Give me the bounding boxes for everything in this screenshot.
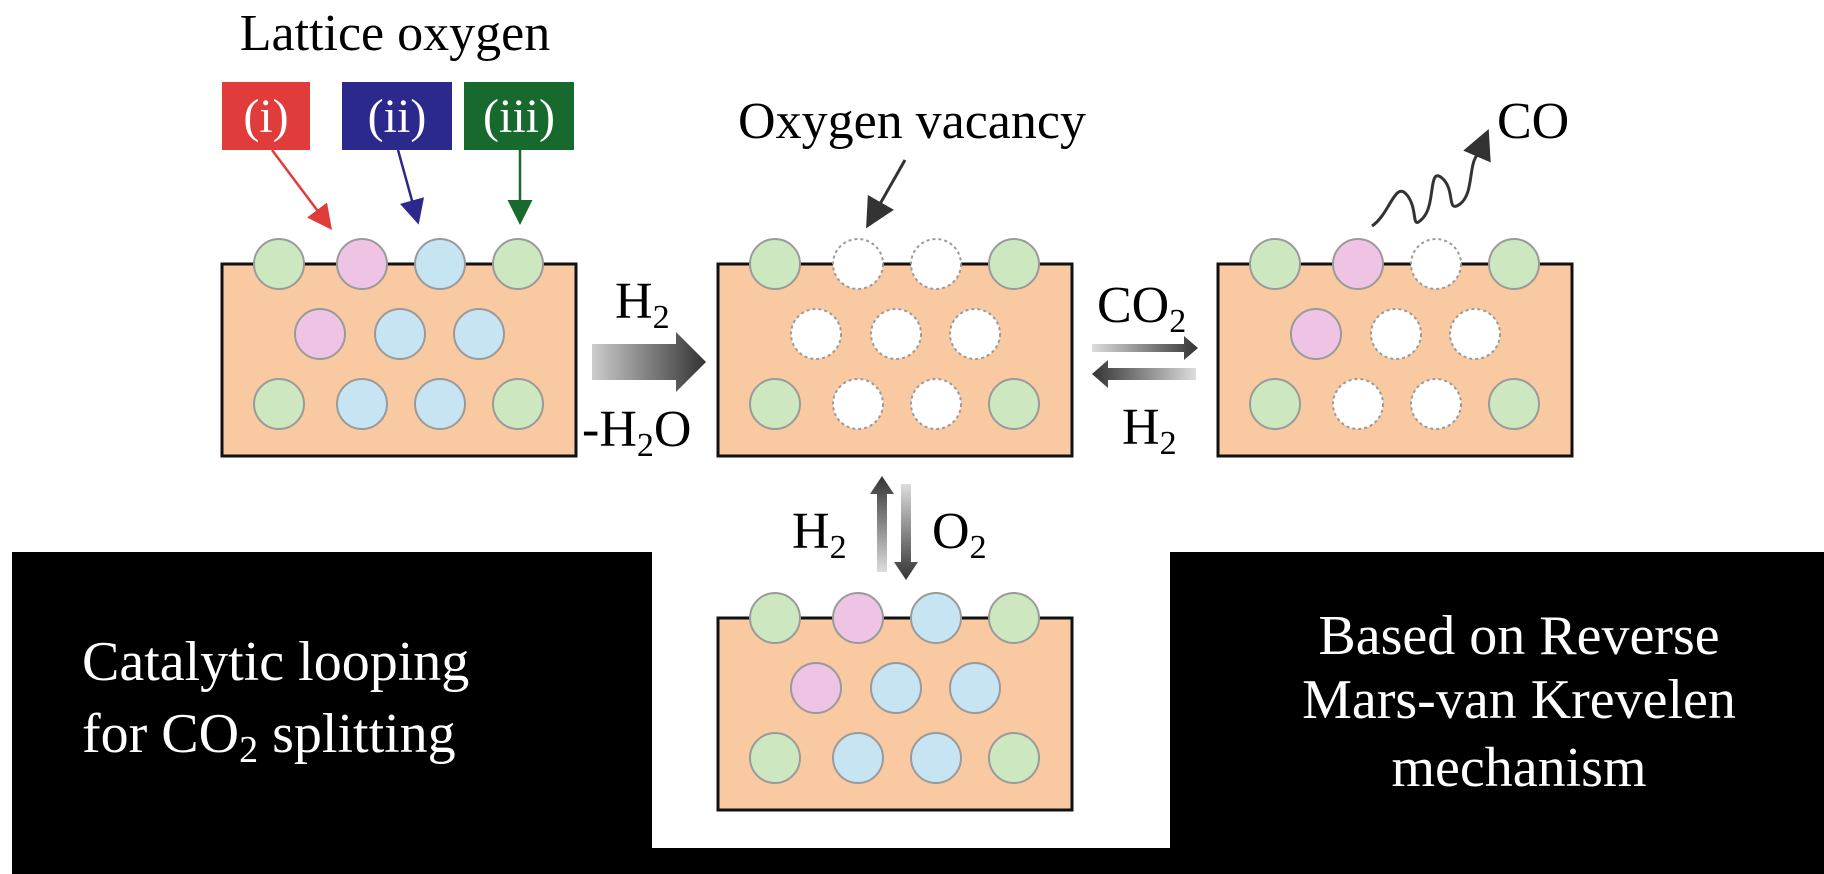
tag-ii: (ii) bbox=[342, 82, 452, 150]
oxygen-vacancy-site bbox=[910, 238, 962, 290]
lattice-oxygen-atom bbox=[1488, 378, 1540, 430]
lattice-oxygen-title: Lattice oxygen bbox=[240, 5, 550, 62]
lattice-oxygen-atom bbox=[1332, 238, 1384, 290]
step1-bottom-label: -H2O bbox=[582, 401, 691, 464]
lattice-oxygen-atom bbox=[988, 732, 1040, 784]
step2-bottom-label: H2 bbox=[1122, 399, 1177, 462]
right-panel-line3: mechanism bbox=[1391, 737, 1646, 799]
lattice-oxygen-atom bbox=[414, 378, 466, 430]
oxygen-vacancy-site bbox=[1449, 308, 1501, 360]
oxygen-vacancy-site bbox=[832, 378, 884, 430]
tag-iii: (iii) bbox=[464, 82, 574, 150]
co-emission-wave bbox=[1371, 128, 1491, 228]
lattice-oxygen-atom bbox=[1488, 238, 1540, 290]
co2-reacted-block bbox=[1216, 238, 1574, 458]
lattice-oxygen-atom bbox=[832, 592, 884, 644]
vacancy-pointer-arrow bbox=[866, 159, 907, 229]
oxygen-vacancy-site bbox=[1410, 238, 1462, 290]
co2-forward-arrow bbox=[1092, 336, 1198, 360]
tag-i-label: (i) bbox=[243, 90, 288, 143]
lattice-oxygen-atom bbox=[790, 662, 842, 714]
lattice-oxygen-atom bbox=[374, 308, 426, 360]
lattice-oxygen-atom bbox=[1249, 238, 1301, 290]
left-panel-line1: Catalytic looping bbox=[82, 631, 469, 693]
lattice-oxygen-atom bbox=[414, 238, 466, 290]
tag-iii-label: (iii) bbox=[483, 90, 555, 143]
o2-down-arrow bbox=[894, 484, 918, 580]
lattice-oxygen-atom bbox=[988, 378, 1040, 430]
lattice-oxygen-atom bbox=[910, 592, 962, 644]
oxygen-vacancy-site bbox=[949, 308, 1001, 360]
oxygen-vacancy-site bbox=[1332, 378, 1384, 430]
oxygen-vacancy-label: Oxygen vacancy bbox=[738, 93, 1086, 150]
lattice-oxygen-atom bbox=[453, 308, 505, 360]
lattice-oxygen-atom bbox=[749, 238, 801, 290]
oxygen-vacancy-site bbox=[1370, 308, 1422, 360]
lattice-oxygen-atom bbox=[870, 662, 922, 714]
oxygen-vacancy-site bbox=[910, 378, 962, 430]
lattice-oxygen-atom bbox=[749, 592, 801, 644]
reoxidized-block bbox=[716, 592, 1074, 812]
fresh-catalyst-block bbox=[220, 238, 578, 458]
tag-i-arrow bbox=[271, 149, 332, 230]
lattice-oxygen-atom bbox=[336, 378, 388, 430]
lattice-oxygen-atom bbox=[492, 378, 544, 430]
lattice-oxygen-atom bbox=[988, 592, 1040, 644]
left-panel-line2: for CO2 splitting bbox=[82, 703, 456, 771]
oxygen-vacancy-site bbox=[1410, 378, 1462, 430]
vertical-right-label: O2 bbox=[932, 503, 987, 566]
reduced-catalyst-block bbox=[716, 238, 1074, 458]
co-label: CO bbox=[1497, 93, 1569, 150]
lattice-oxygen-atom bbox=[492, 238, 544, 290]
lattice-oxygen-atom bbox=[336, 238, 388, 290]
lattice-oxygen-atom bbox=[253, 378, 305, 430]
h2-reverse-arrow bbox=[1092, 360, 1196, 388]
oxygen-vacancy-site bbox=[832, 238, 884, 290]
h2-reduction-arrow bbox=[592, 332, 706, 392]
lattice-oxygen-atom bbox=[294, 308, 346, 360]
lattice-oxygen-atom bbox=[749, 378, 801, 430]
lattice-oxygen-atom bbox=[1290, 308, 1342, 360]
oxygen-vacancy-site bbox=[790, 308, 842, 360]
step1-top-label: H2 bbox=[615, 273, 670, 336]
oxygen-vacancy-site bbox=[870, 308, 922, 360]
right-panel-line1: Based on Reverse bbox=[1318, 605, 1719, 667]
vertical-left-label: H2 bbox=[792, 503, 847, 566]
tag-ii-label: (ii) bbox=[368, 90, 427, 143]
lattice-oxygen-atom bbox=[1249, 378, 1301, 430]
lattice-oxygen-atom bbox=[910, 732, 962, 784]
h2-up-arrow bbox=[870, 476, 894, 572]
tag-ii-arrow bbox=[396, 149, 425, 225]
lattice-oxygen-atom bbox=[949, 662, 1001, 714]
lattice-oxygen-atom bbox=[749, 732, 801, 784]
lattice-oxygen-atom bbox=[988, 238, 1040, 290]
lattice-oxygen-atom bbox=[832, 732, 884, 784]
step2-top-label: CO2 bbox=[1097, 277, 1186, 340]
right-panel-line2: Mars-van Krevelen bbox=[1302, 669, 1736, 731]
lattice-oxygen-atom bbox=[253, 238, 305, 290]
tag-i: (i) bbox=[222, 82, 310, 150]
bottom-black-panel bbox=[12, 552, 1824, 874]
